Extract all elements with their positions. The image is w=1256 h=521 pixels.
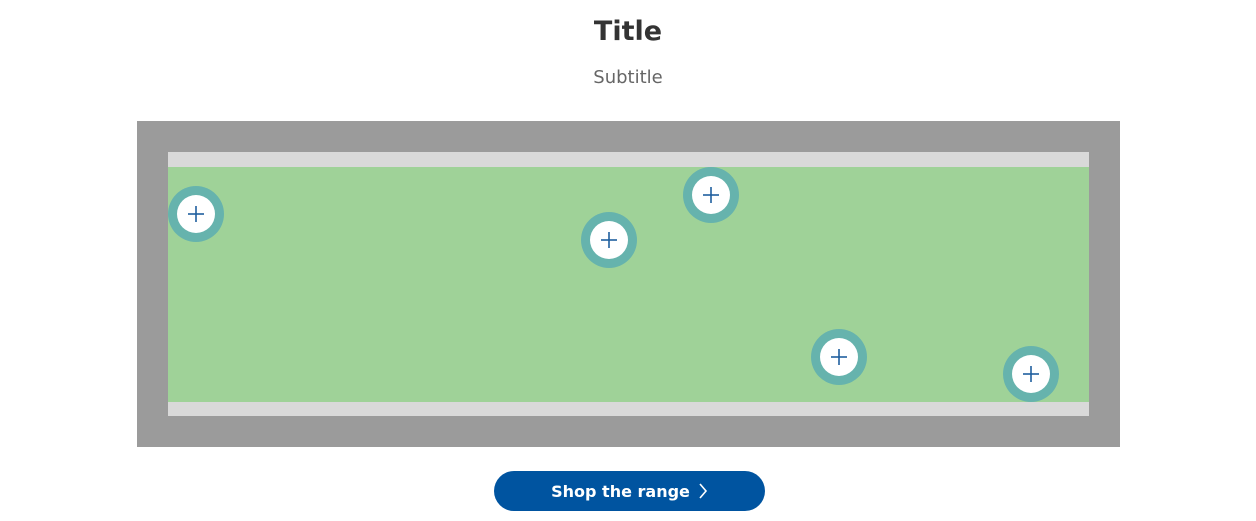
plus-icon (831, 349, 847, 365)
chevron-right-icon (699, 483, 707, 499)
hotspot-1[interactable] (168, 186, 224, 242)
shop-the-range-label: Shop the range (551, 481, 690, 501)
plus-icon (1023, 366, 1039, 382)
hotspot-5-core (1012, 355, 1050, 393)
plus-icon (188, 206, 204, 222)
hotspot-2[interactable] (581, 212, 637, 268)
hotspot-3[interactable] (683, 167, 739, 223)
banner-frame (137, 121, 1120, 447)
page-title: Title (593, 16, 663, 47)
banner-inner-strip (168, 152, 1089, 416)
plus-icon (703, 187, 719, 203)
hotspot-2-core (590, 221, 628, 259)
page-subtitle: Subtitle (593, 67, 663, 88)
shop-the-range-button[interactable]: Shop the range (494, 471, 765, 511)
hotspot-1-core (177, 195, 215, 233)
hotspot-4-core (820, 338, 858, 376)
hotspot-3-core (692, 176, 730, 214)
plus-icon (601, 232, 617, 248)
banner-image (168, 167, 1089, 402)
hotspot-4[interactable] (811, 329, 867, 385)
hotspot-5[interactable] (1003, 346, 1059, 402)
